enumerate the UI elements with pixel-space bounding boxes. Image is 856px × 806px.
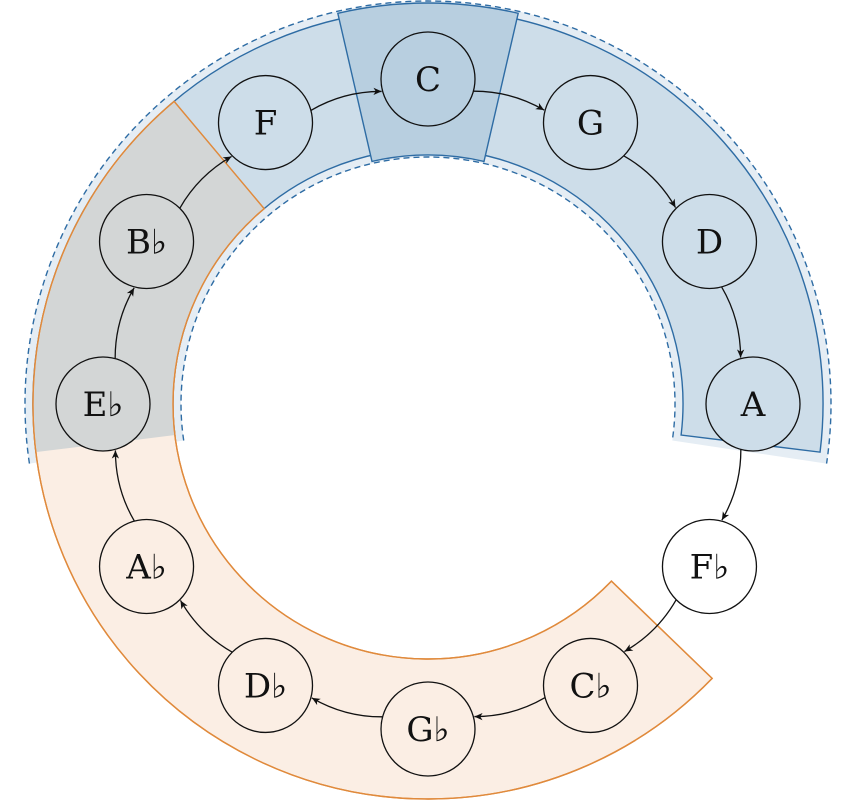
arrow-gb-to-db xyxy=(311,697,383,718)
note-node-f: F xyxy=(217,74,314,171)
note-label: A xyxy=(740,385,766,425)
note-label: B♭ xyxy=(126,223,167,263)
arrow-eb-to-bb xyxy=(114,287,135,359)
note-circle xyxy=(542,74,639,171)
note-label: D xyxy=(696,223,723,263)
note-node-bb: B♭ xyxy=(98,193,195,290)
note-circle xyxy=(98,193,195,290)
arrow-db-to-ab xyxy=(179,600,233,653)
note-circle xyxy=(217,637,314,734)
note-label: E♭ xyxy=(83,385,124,425)
note-node-d: D xyxy=(661,193,758,290)
blue-region-dashed-outline-inner xyxy=(180,156,676,441)
note-node-c: C xyxy=(380,31,476,127)
node-layer: C G D A F♭ C♭ G♭ D♭ A♭ E♭ B♭ F xyxy=(55,31,801,777)
note-label: C xyxy=(415,60,441,100)
note-circle xyxy=(217,74,314,171)
note-circle xyxy=(661,518,758,615)
note-node-eb: E♭ xyxy=(55,356,151,452)
note-circle xyxy=(380,31,476,127)
note-label: F xyxy=(254,104,278,144)
arrow-c-to-g xyxy=(473,90,545,111)
note-label: A♭ xyxy=(125,548,167,588)
note-circle xyxy=(55,356,151,452)
arrow-g-to-d xyxy=(623,155,677,208)
note-circle xyxy=(98,518,195,615)
arrow-fb-to-cb xyxy=(624,599,677,653)
note-label: G xyxy=(577,104,604,144)
note-node-gb: G♭ xyxy=(380,681,476,777)
arrow-cb-to-gb xyxy=(474,697,546,721)
arrow-layer xyxy=(111,87,745,721)
arrow-ab-to-eb xyxy=(111,450,135,522)
note-circle xyxy=(380,681,476,777)
arrow-bb-to-f xyxy=(179,155,232,209)
note-label: F♭ xyxy=(690,548,730,588)
note-node-ab: A♭ xyxy=(98,518,195,615)
note-circle xyxy=(705,356,801,452)
arrow-a-to-fb xyxy=(721,449,742,521)
note-node-a: A xyxy=(705,356,801,452)
blue-region-dashed-outline-outer xyxy=(24,0,832,464)
note-node-fb: F♭ xyxy=(661,518,758,615)
note-circle xyxy=(661,193,758,290)
arrow-d-to-a xyxy=(721,286,745,358)
note-node-cb: C♭ xyxy=(542,637,639,734)
note-node-db: D♭ xyxy=(217,637,314,734)
note-circle xyxy=(542,637,639,734)
note-label: C♭ xyxy=(569,666,611,706)
note-label: D♭ xyxy=(244,666,287,706)
arrow-f-to-c xyxy=(310,87,382,111)
note-label: G♭ xyxy=(406,710,449,750)
note-node-g: G xyxy=(542,74,639,171)
orange-region-outline xyxy=(32,100,714,800)
